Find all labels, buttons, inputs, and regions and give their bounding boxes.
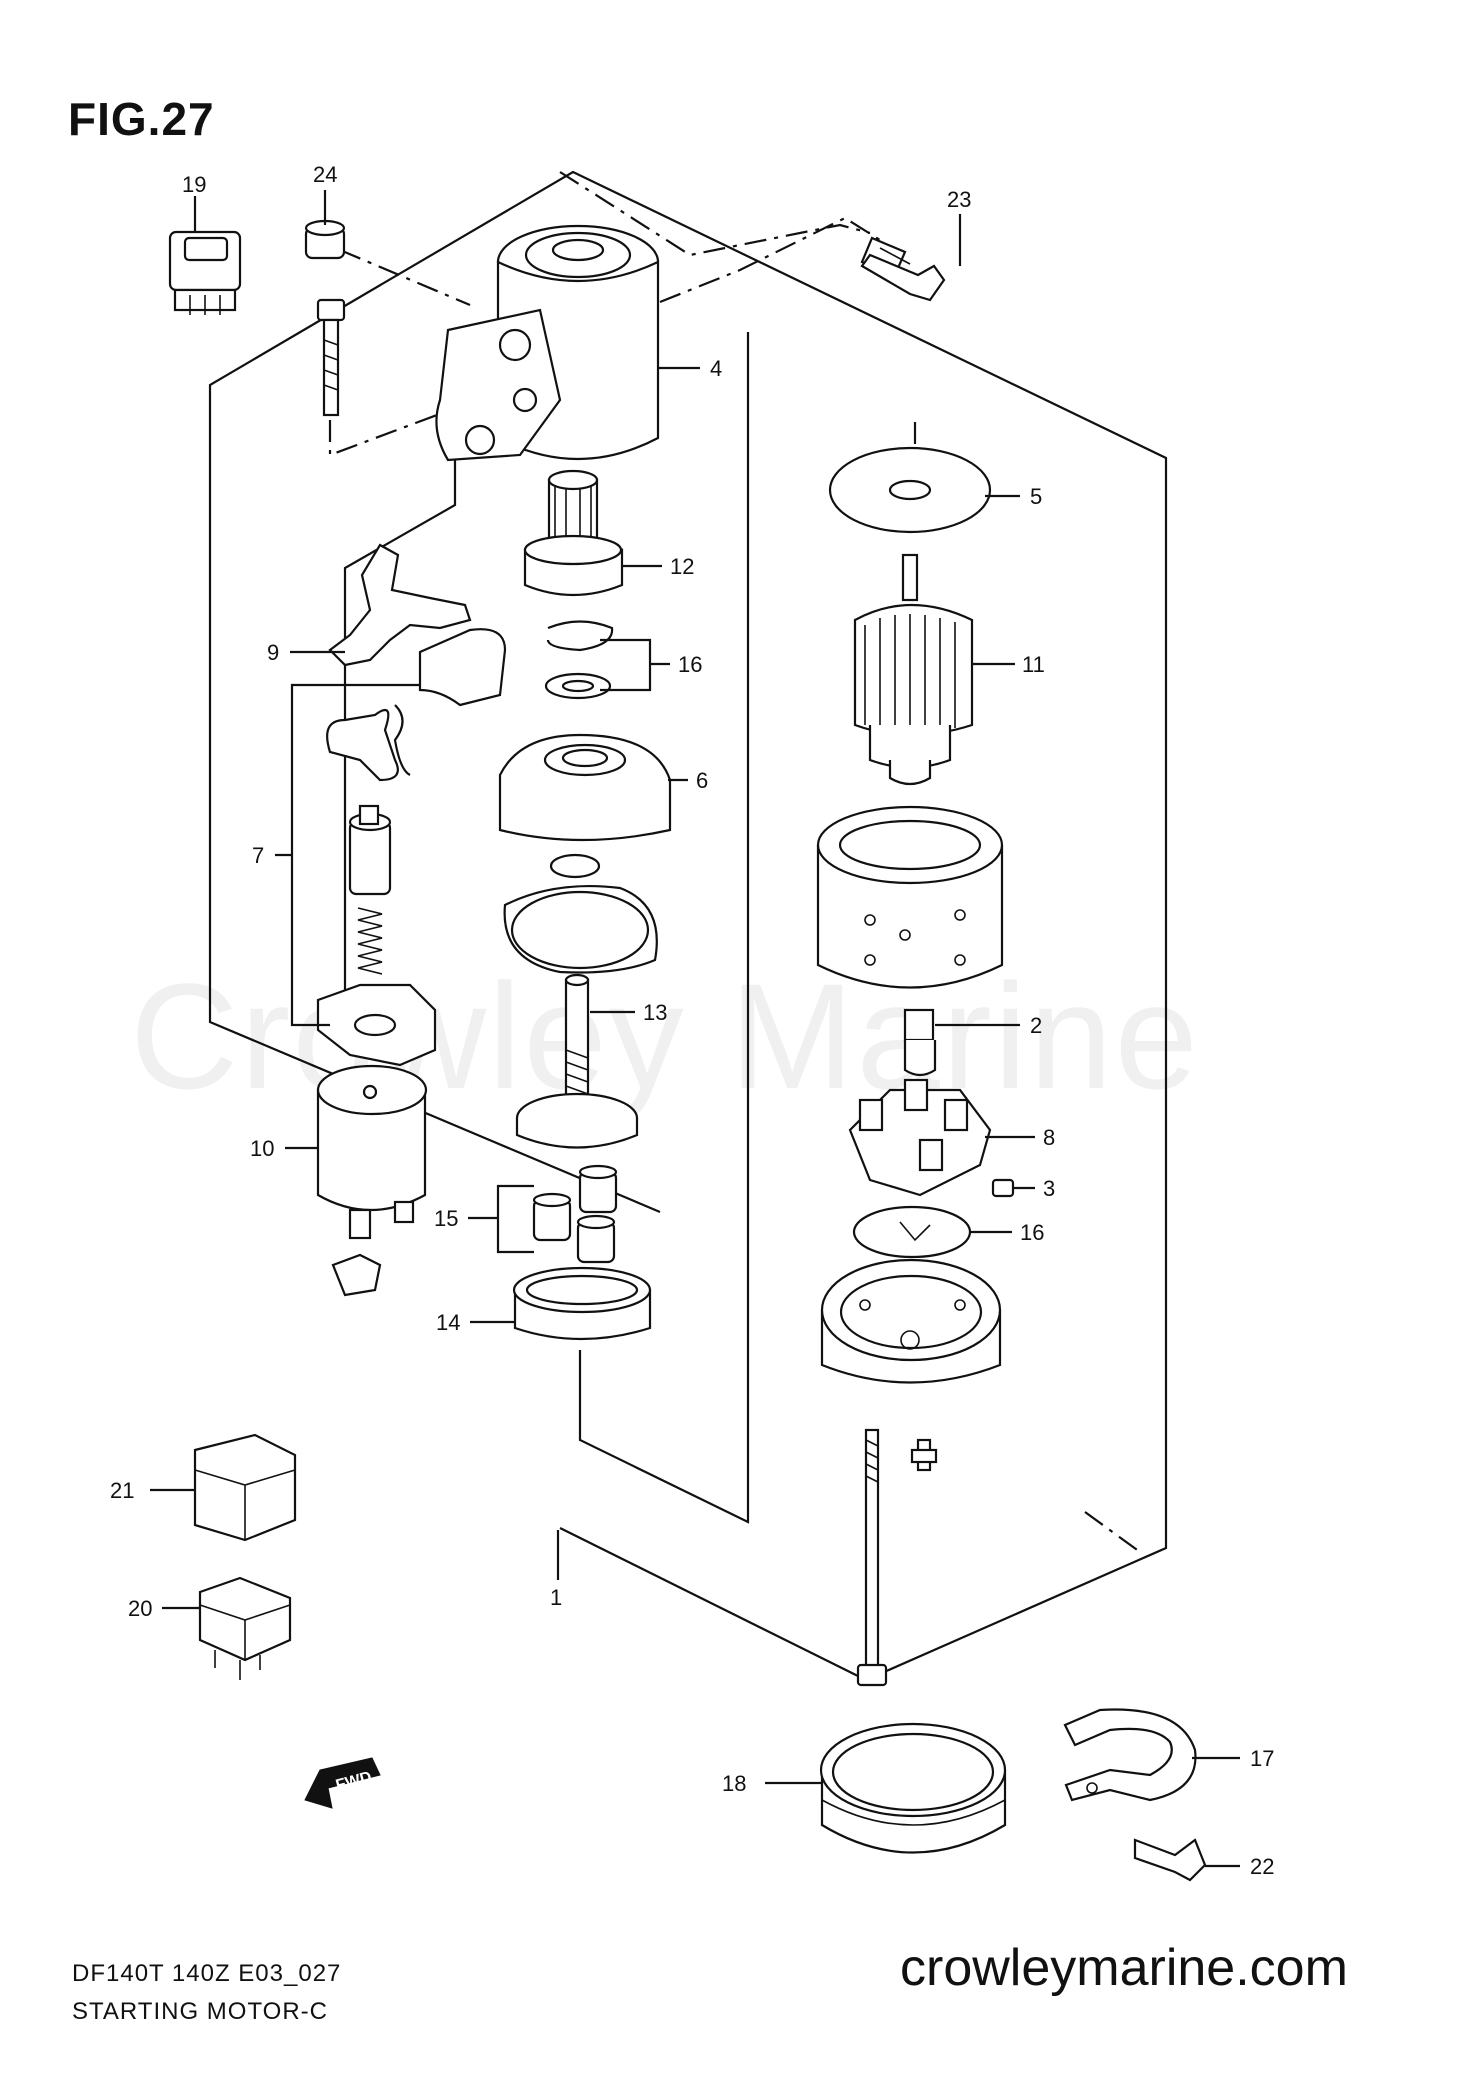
relay-21 xyxy=(193,1433,297,1542)
armature-11 xyxy=(853,553,974,786)
callout-14: 14 xyxy=(436,1310,460,1335)
callout-21: 21 xyxy=(110,1478,134,1503)
screw-small xyxy=(910,1438,938,1472)
callout-13: 13 xyxy=(643,1000,667,1025)
pinion-12 xyxy=(523,469,624,597)
yoke-field-frame xyxy=(816,805,1004,989)
callout-8: 8 xyxy=(1043,1125,1055,1150)
fwd-arrow-icon: FWD xyxy=(304,1757,381,1809)
internal-gear-14 xyxy=(512,1266,652,1341)
alignment-line-24 xyxy=(339,248,471,307)
callout-6: 6 xyxy=(696,768,708,793)
end-plate-5 xyxy=(828,446,992,534)
figure-title: FIG.27 xyxy=(68,93,215,145)
callout-22: 22 xyxy=(1250,1854,1274,1879)
callout-24: 24 xyxy=(313,162,337,187)
through-bolt-left xyxy=(316,298,346,417)
planet-gears-15 xyxy=(532,1164,618,1264)
bushing-24 xyxy=(304,219,346,260)
washer-16-lower xyxy=(852,1205,972,1259)
callout-11: 11 xyxy=(1022,652,1045,677)
figure-name: STARTING MOTOR-C xyxy=(72,1998,328,2025)
through-bolt-long xyxy=(856,1428,888,1687)
leader-lines xyxy=(150,190,1240,1868)
relay-19 xyxy=(168,230,242,315)
left-bracket xyxy=(343,460,457,1040)
gasket-ring xyxy=(503,884,658,974)
alignment-line-top xyxy=(559,171,871,257)
watermark: Crowley Marine xyxy=(130,952,1200,1120)
clamp-band-17 xyxy=(1063,1708,1197,1802)
callout-17: 17 xyxy=(1250,1746,1274,1771)
callout-4: 4 xyxy=(710,356,722,381)
figure-code: DF140T 140Z E03_027 xyxy=(72,1960,342,1987)
nut-3 xyxy=(991,1178,1015,1198)
assembly-outline xyxy=(208,170,1168,1682)
callout-18: 18 xyxy=(722,1771,746,1796)
rubber-ring-18 xyxy=(819,1722,1007,1854)
callout-7: 7 xyxy=(252,843,264,868)
bolt-23 xyxy=(860,236,946,302)
shift-lever-9 xyxy=(328,543,472,667)
callout-19: 19 xyxy=(182,172,206,197)
brush-holder-8 xyxy=(848,1078,992,1197)
callout-23: 23 xyxy=(947,187,971,212)
inner-bracket xyxy=(578,332,750,1524)
washer-upper xyxy=(549,853,601,879)
callout-10: 10 xyxy=(250,1136,274,1161)
drive-housing-4 xyxy=(435,224,660,462)
callout-16: 16 xyxy=(678,652,702,677)
plunger-set-7 xyxy=(326,628,507,975)
callout-20: 20 xyxy=(128,1596,152,1621)
website-link[interactable]: crowleymarine.com xyxy=(900,1939,1348,1997)
alignment-line-23 xyxy=(659,216,881,304)
brush-terminal-2 xyxy=(903,1008,937,1077)
callout-5: 5 xyxy=(1030,484,1042,509)
callout-12: 12 xyxy=(670,554,694,579)
callout-labels: 19 24 23 4 5 12 9 16 11 7 6 13 2 8 3 16 … xyxy=(110,162,1274,1879)
planetary-shaft-13 xyxy=(515,973,639,1149)
callout-15: 15 xyxy=(434,1206,458,1231)
callout-9: 9 xyxy=(267,640,279,665)
gear-cover-6 xyxy=(498,733,672,842)
solenoid-10 xyxy=(316,1064,428,1297)
callout-1: 1 xyxy=(550,1585,562,1610)
relay-20 xyxy=(198,1576,292,1680)
callout-2: 2 xyxy=(1030,1013,1042,1038)
commutator-end-frame xyxy=(820,1258,1002,1384)
alignment-line-bolt-left xyxy=(328,410,446,457)
callout-16-lower: 16 xyxy=(1020,1220,1044,1245)
bolt-22 xyxy=(1133,1838,1207,1882)
gasket-10 xyxy=(316,983,437,1067)
callout-3: 3 xyxy=(1043,1176,1055,1201)
snap-ring-16 xyxy=(544,620,614,700)
alignment-line-22 xyxy=(1084,1511,1141,1553)
